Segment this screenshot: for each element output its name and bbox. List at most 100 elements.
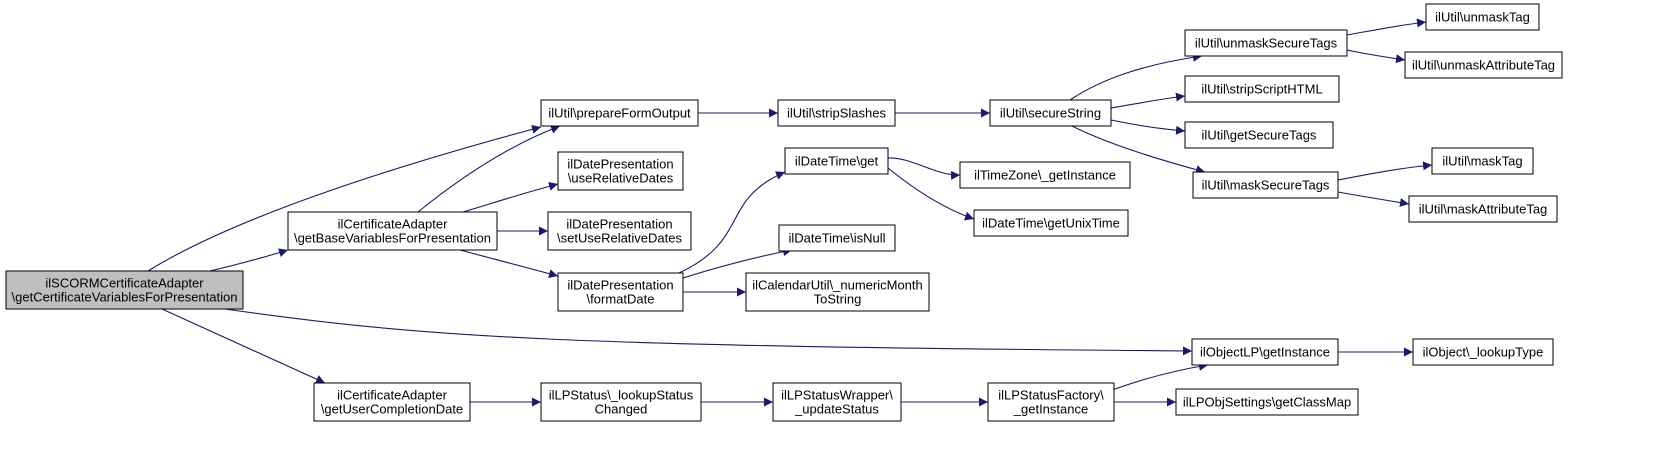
node-lookupType[interactable]: ilObject\_lookupType [1412,338,1554,366]
edge-secureString-to-unmaskSecure [1069,52,1203,101]
node-stripSlashes[interactable]: ilUtil\stripSlashes [777,99,896,127]
node-tzGet[interactable]: ilTimeZone\_getInstance [959,161,1131,189]
node-label: ilDateTime\get [795,154,879,169]
node-box [1404,51,1563,79]
edge-statusFactory-to-objLP [1111,361,1209,391]
node-box [784,147,889,175]
node-label: ilSCORMCertificateAdapter [45,276,204,291]
node-box [777,99,896,127]
node-unmaskTag[interactable]: ilUtil\unmaskTag [1425,3,1540,31]
node-maskTag[interactable]: ilUtil\maskTag [1431,147,1534,175]
node-stripScript[interactable]: ilUtil\stripScriptHTML [1184,75,1340,103]
edge-root-to-objLP [224,308,1193,356]
edge-baseVars-to-formatDate [459,249,559,279]
node-box [1425,3,1540,31]
node-box [1175,388,1359,416]
node-baseVars[interactable]: ilCertificateAdapter\getBaseVariablesFor… [287,211,498,251]
node-label: ilUtil\getSecureTags [1202,128,1317,143]
node-box [557,272,684,312]
edge-secureString-to-maskSecure [1071,125,1206,175]
nodes-layer: ilSCORMCertificateAdapter\getCertificate… [5,3,1563,422]
node-updateStatus[interactable]: ilLPStatusWrapper\_updateStatus [772,382,902,422]
node-secureString[interactable]: ilUtil\secureString [989,99,1112,127]
node-box [1408,195,1558,223]
node-label: _getInstance [1013,402,1088,417]
node-label: _updateStatus [794,402,879,417]
node-label: ilUtil\maskAttributeTag [1419,202,1548,217]
node-box [745,272,930,312]
node-unmaskAttr[interactable]: ilUtil\unmaskAttributeTag [1404,51,1563,79]
node-box [989,99,1112,127]
node-maskAttr[interactable]: ilUtil\maskAttributeTag [1408,195,1558,223]
node-box [313,382,471,422]
node-label: ilUtil\unmaskAttributeTag [1412,58,1555,73]
node-box [547,211,692,251]
node-useRelDates[interactable]: ilDatePresentation\useRelativeDates [557,151,684,191]
node-box [1184,29,1348,57]
node-root[interactable]: ilSCORMCertificateAdapter\getCertificate… [5,270,244,310]
node-label: \setUseRelativeDates [557,231,682,246]
node-box [1191,338,1339,366]
node-prepareForm[interactable]: ilUtil\prepareFormOutput [540,99,699,127]
node-setUseRelDates[interactable]: ilDatePresentation\setUseRelativeDates [547,211,692,251]
node-getSecureTags[interactable]: ilUtil\getSecureTags [1184,121,1334,149]
node-box [1184,121,1334,149]
edge-baseVars-to-prepareForm [417,124,561,213]
node-label: ilLPStatusWrapper\ [781,388,893,403]
node-label: \getUserCompletionDate [321,402,463,417]
node-label: ilUtil\secureString [1000,106,1101,121]
edge-root-to-prepareForm [147,124,542,272]
edge-maskSecure-to-maskAttr [1337,191,1410,207]
node-box [540,382,702,422]
node-userCompletion[interactable]: ilCertificateAdapter\getUserCompletionDa… [313,382,471,422]
node-label: ilDateTime\getUnixTime [982,216,1120,231]
node-box [1192,171,1339,199]
node-label: ilUtil\unmaskSecureTags [1195,36,1338,51]
node-label: ilDatePresentation [567,157,673,172]
node-label: ilDatePresentation [566,217,672,232]
node-label: ilDateTime\isNull [788,231,885,246]
node-label: ilUtil\stripScriptHTML [1201,82,1322,97]
node-label: ilUtil\prepareFormOutput [548,106,691,121]
node-box [772,382,902,422]
node-label: ilObject\_lookupType [1423,345,1544,360]
edge-unmaskSecure-to-unmaskTag [1346,18,1427,36]
node-maskSecure[interactable]: ilUtil\maskSecureTags [1192,171,1339,199]
edge-root-to-userCompletion [161,308,326,384]
node-box [987,382,1115,422]
node-box [1431,147,1534,175]
edge-root-to-baseVars [209,248,289,272]
node-unmaskSecure[interactable]: ilUtil\unmaskSecureTags [1184,29,1348,57]
node-box [5,270,244,310]
node-formatDate[interactable]: ilDatePresentation\formatDate [557,272,684,312]
node-label: ilTimeZone\_getInstance [974,168,1116,183]
node-label: ToString [814,292,862,307]
node-label: ilLPStatusFactory\ [998,388,1104,403]
edges-layer [147,18,1433,407]
node-label: ilObjectLP\getInstance [1200,345,1330,360]
edge-baseVars-to-useRelDates [462,181,559,213]
edge-formatDate-to-dtGet [678,171,786,274]
edge-secureString-to-stripScript [1110,92,1186,109]
node-box [287,211,498,251]
node-box [778,224,896,252]
node-label: ilLPStatus\_lookupStatus [549,388,694,403]
node-objLP[interactable]: ilObjectLP\getInstance [1191,338,1339,366]
edge-secureString-to-getSecureTags [1110,119,1186,135]
node-box [959,161,1131,189]
node-label: ilDatePresentation [567,278,673,293]
edge-dtGet-to-tzGet [887,157,961,180]
node-dtIsNull[interactable]: ilDateTime\isNull [778,224,896,252]
node-label: \getBaseVariablesForPresentation [294,231,491,246]
edge-dtGet-to-unixTime [887,167,975,221]
node-label: \formatDate [587,292,655,307]
edge-maskSecure-to-maskTag [1337,161,1433,181]
node-dtGet[interactable]: ilDateTime\get [784,147,889,175]
node-label: ilUtil\stripSlashes [787,106,886,121]
node-statusFactory[interactable]: ilLPStatusFactory\_getInstance [987,382,1115,422]
node-unixTime[interactable]: ilDateTime\getUnixTime [973,209,1129,237]
node-classMap[interactable]: ilLPObjSettings\getClassMap [1175,388,1359,416]
